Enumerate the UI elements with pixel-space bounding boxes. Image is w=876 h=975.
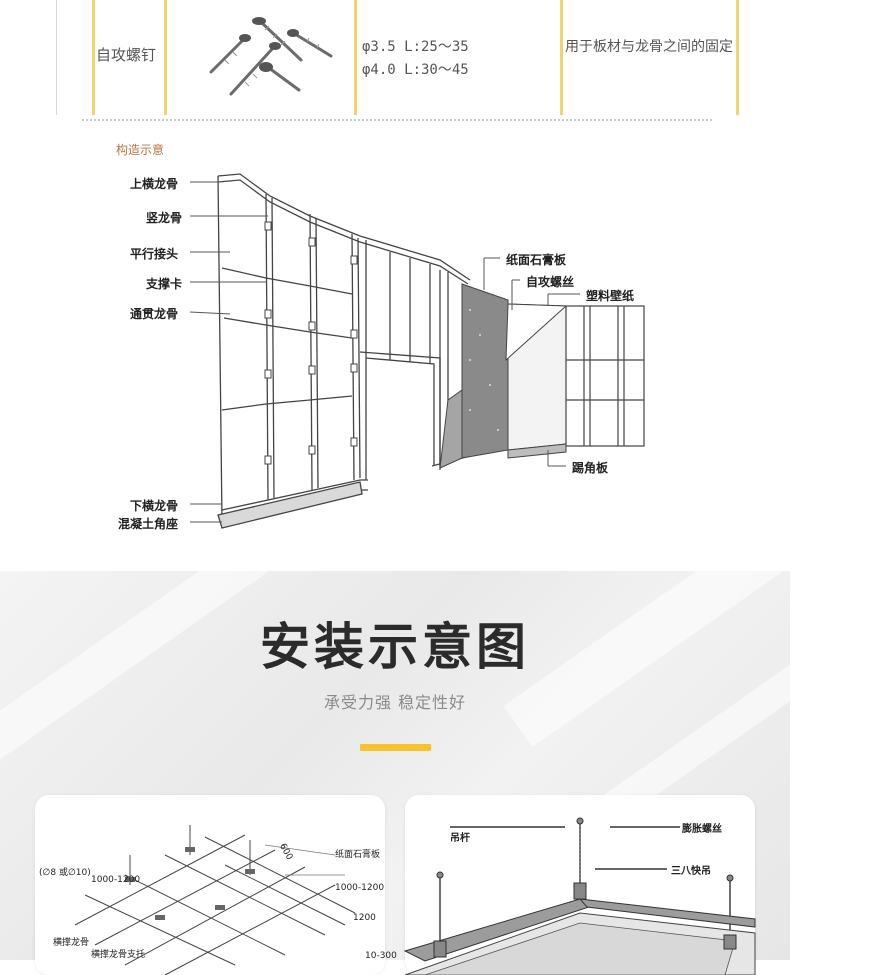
wall-structure-drawing: [189, 173, 645, 529]
label-top-track: 上横龙骨: [130, 177, 179, 191]
label-cross-runner: 横撑龙骨: [53, 938, 90, 948]
product-name: 自攻螺钉: [96, 46, 157, 64]
label-gypsum-board: 纸面石膏板: [506, 253, 567, 267]
section-subtitle: 承受力强 稳定性好: [323, 693, 467, 712]
dimension-label: 1000-1200: [335, 883, 385, 893]
label-parallel-joint: 平行接头: [130, 247, 179, 261]
section-title: 安装示意图: [260, 617, 530, 676]
label-concrete-base: 混凝土角座: [118, 517, 179, 531]
label-self-tapping-screw: 自攻螺丝: [526, 275, 575, 289]
table-border: [92, 0, 95, 115]
spec-line: φ4.0 L:30～45: [362, 62, 469, 78]
diagram-title: 构造示意: [116, 143, 165, 157]
label-through-channel: 通贯龙骨: [130, 307, 179, 321]
dimension-label: 1200: [353, 913, 376, 923]
ceiling-grid-card: 纸面石膏板 600 1000-1200 1000-1200 (∅8 或∅10) …: [35, 795, 397, 975]
table-border: [560, 0, 563, 115]
label-quick-hanger: 三八快吊: [671, 866, 711, 877]
label-cross-runner-support: 横撑龙骨支托: [91, 950, 146, 960]
ceiling-hanger-card: 吊杆 膨胀螺丝 三八快吊: [403, 795, 756, 975]
label-plastic-wallpaper: 塑料壁纸: [586, 289, 635, 303]
dimension-label: 1000-1200: [91, 875, 141, 885]
label-bottom-track: 下横龙骨: [130, 499, 179, 513]
label-gypsum-board: 纸面石膏板: [335, 850, 381, 860]
dotted-divider: [82, 119, 712, 121]
accent-bar: [360, 744, 431, 751]
table-border: [736, 0, 739, 115]
wall-structure-diagram: 上横龙骨 竖龙骨 平行接头 支撑卡 通贯龙骨 下横龙骨 混凝土角座 纸面石膏板 …: [0, 160, 790, 550]
screws-image: [209, 17, 333, 96]
spec-values: φ3.5 L:25～35 φ4.0 L:30～45: [362, 36, 469, 82]
label-hanger-rod: 吊杆: [450, 833, 470, 844]
label-vertical-stud: 竖龙骨: [146, 211, 183, 225]
label-skirting-board: 踢角板: [572, 461, 609, 475]
label-support-clip: 支撑卡: [146, 277, 183, 291]
install-section: 安装示意图 承受力强 稳定性好 纸面石膏板 600: [0, 465, 876, 975]
table-border: [354, 0, 357, 115]
label-expansion-bolt: 膨胀螺丝: [682, 824, 722, 835]
dimension-label: 10-300: [365, 951, 397, 961]
rod-spec-label: (∅8 或∅10): [39, 868, 91, 878]
spec-line: φ3.5 L:25～35: [362, 39, 469, 55]
spec-table-row: 自攻螺钉 φ3.5 L:25～35 φ4.0 L:30～45 用于板材与龙骨之间…: [0, 0, 790, 115]
table-border: [56, 0, 57, 115]
usage-text: 用于板材与龙骨之间的固定: [565, 39, 733, 55]
ceiling-grid-drawing: [74, 825, 356, 975]
ceiling-hanger-drawing: [403, 817, 756, 975]
table-border: [164, 0, 167, 115]
